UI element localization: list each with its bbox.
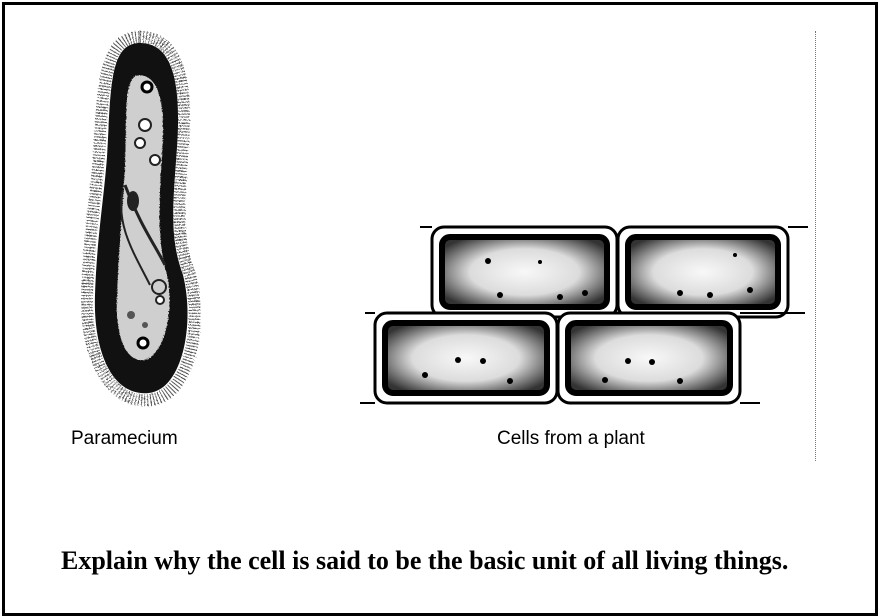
plant-cells-illustration [360, 205, 810, 415]
plant-cell [618, 227, 788, 317]
plant-cell [558, 313, 740, 403]
plant-cell [432, 227, 617, 317]
paramecium-illustration [65, 25, 215, 415]
plant-cell [375, 313, 557, 403]
question-text: Explain why the cell is said to be the b… [61, 543, 831, 578]
plant-cells-caption: Cells from a plant [497, 428, 645, 450]
vertical-divider [815, 31, 816, 461]
paramecium-caption: Paramecium [71, 428, 178, 450]
